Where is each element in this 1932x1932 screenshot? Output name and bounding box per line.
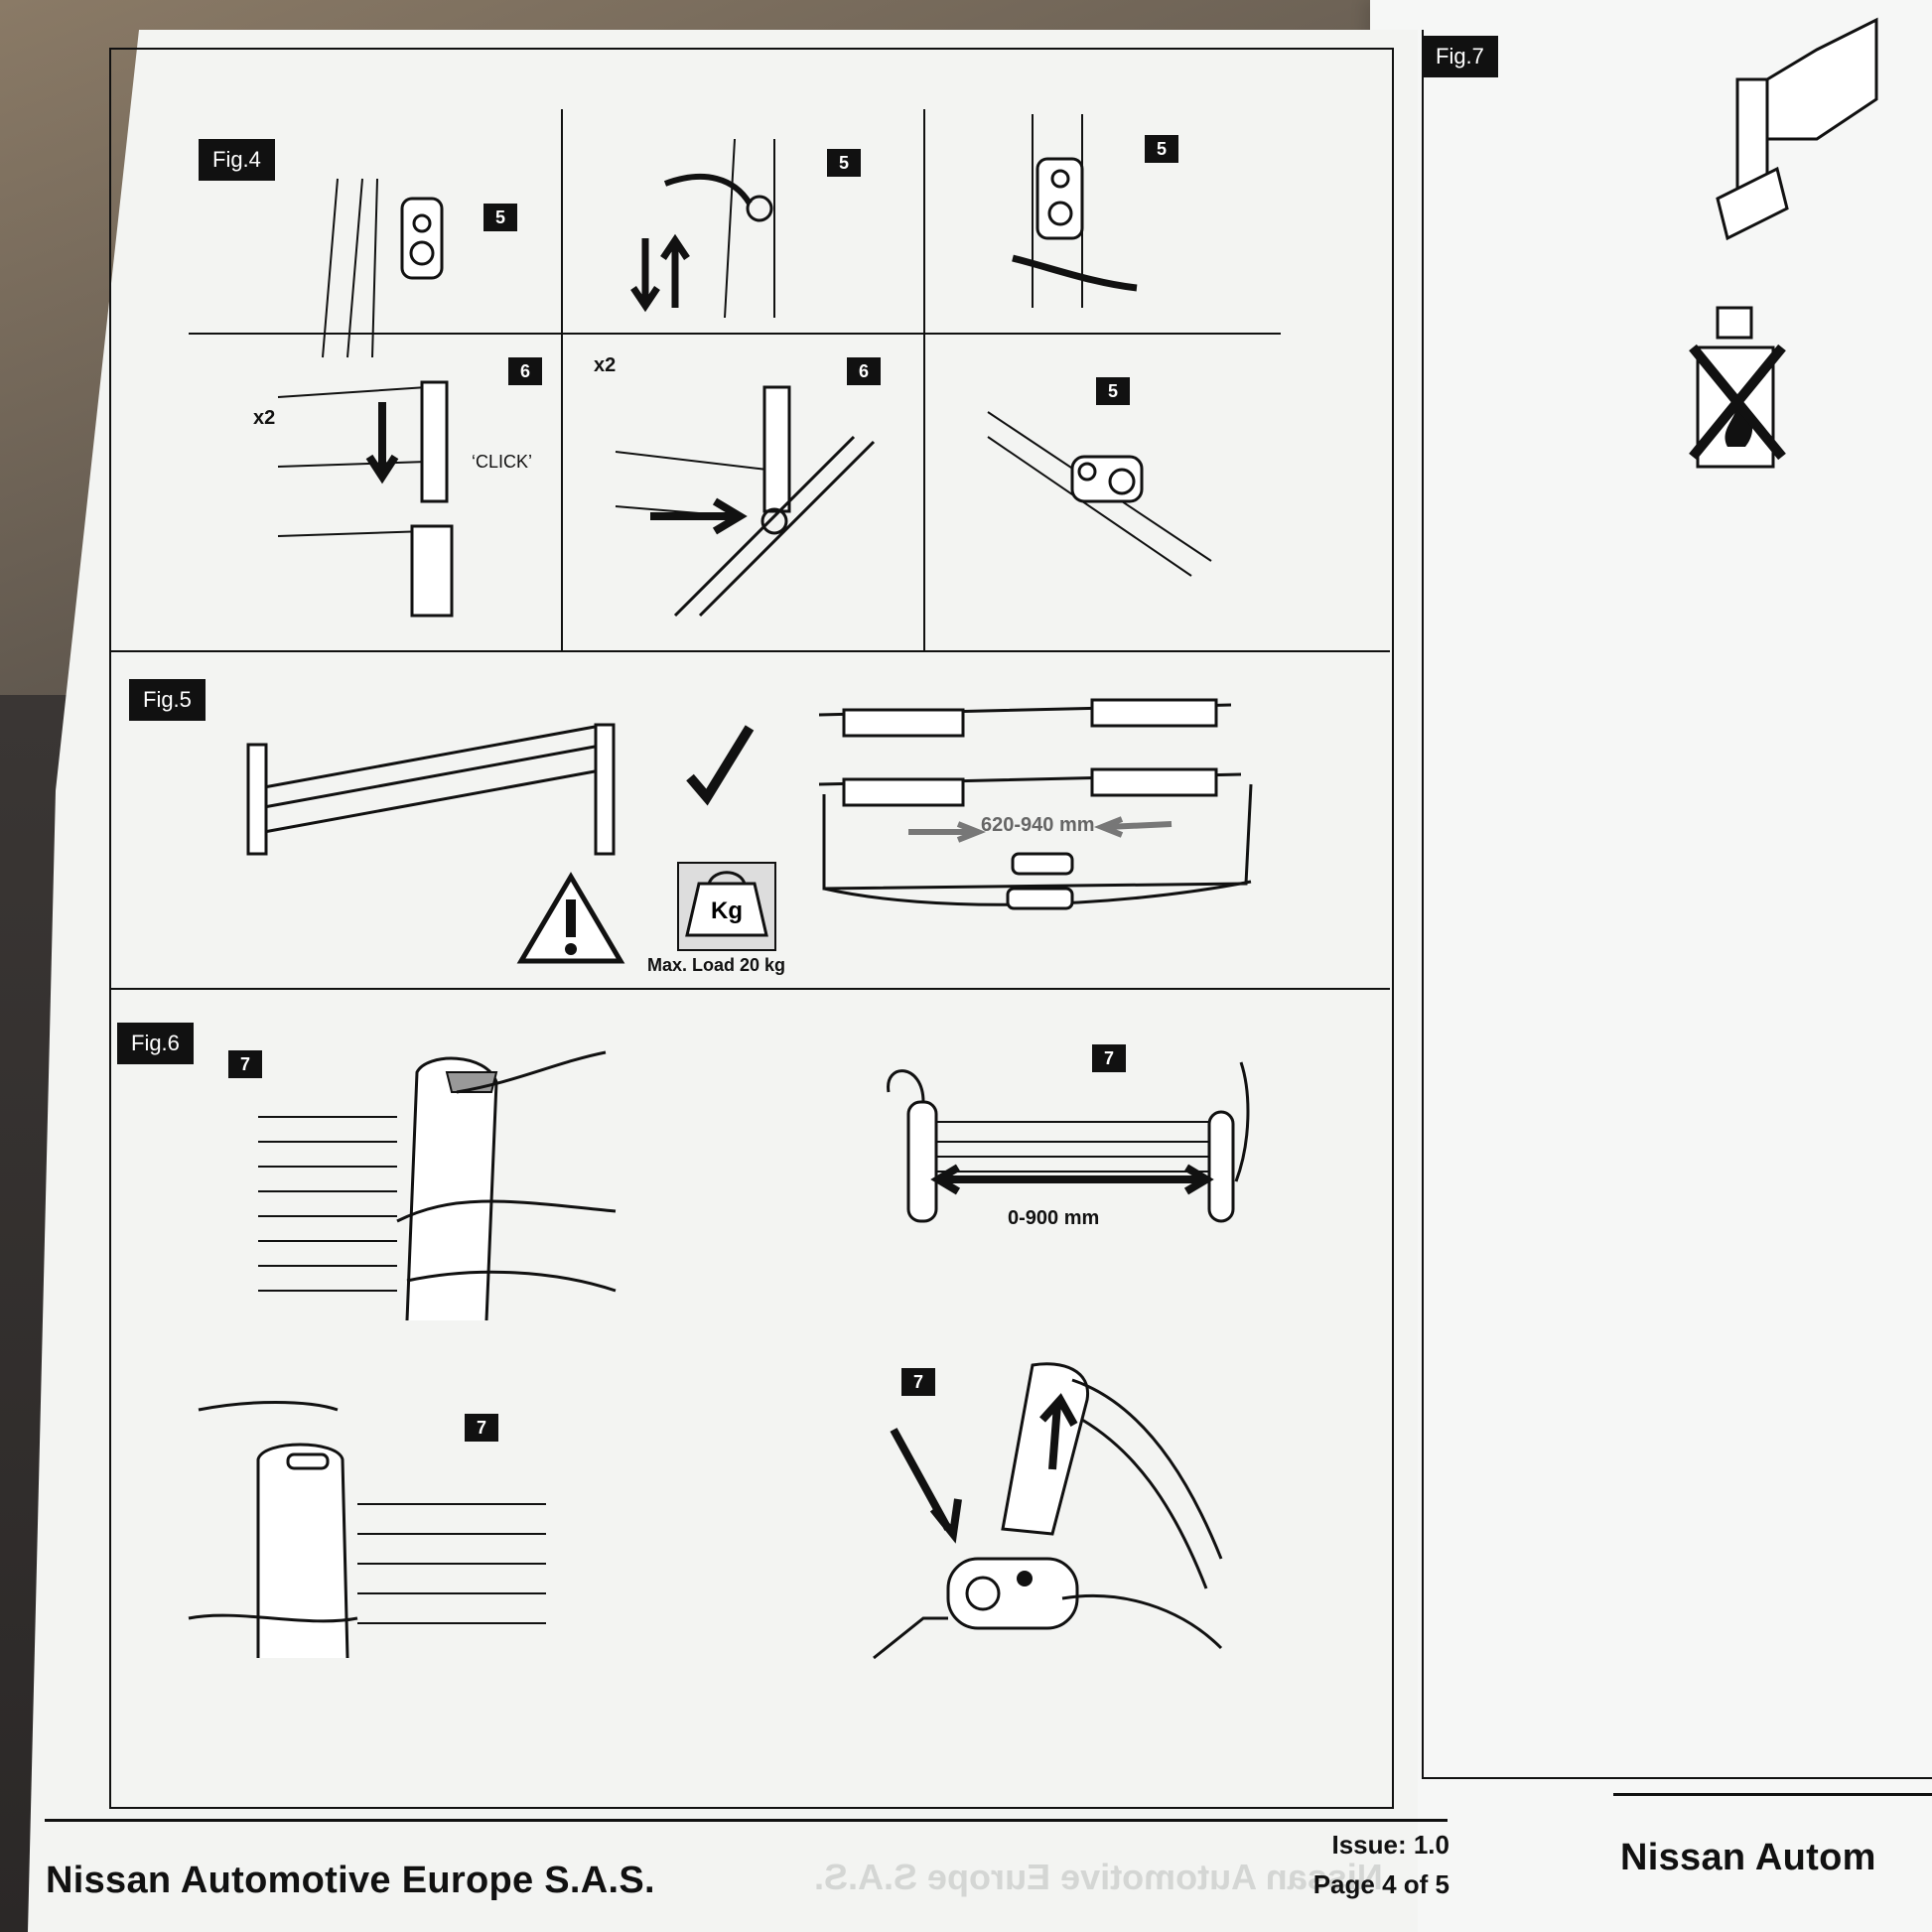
footer-issue-block: Issue: 1.0 Page 4 of 5 [1221,1825,1449,1904]
fig4-col-divider-2 [923,109,925,650]
fig7-frame [1422,30,1932,1779]
checkmark-icon [686,725,755,806]
fig6-release-drawing [873,1362,1223,1660]
footer-company-right: Nissan Autom [1620,1837,1876,1878]
fig6-label: Fig.6 [117,1023,194,1064]
footer-rule-right [1613,1793,1932,1796]
footer-rule [45,1819,1448,1822]
fig7-mount-drawing [1716,17,1878,241]
fig4-callout-6b: 6 [847,357,881,385]
weight-icon: Kg [677,862,776,951]
fig4-callout-6a: 6 [508,357,542,385]
fig6-callout-7c: 7 [465,1414,498,1442]
fig4-rail-drawing-4 [987,411,1212,577]
fig6-range-label: 0-900 mm [1008,1207,1100,1229]
footer-page: Page 4 of 5 [1312,1869,1449,1899]
fig5-range-label: 620-940 mm [981,814,1095,836]
fig4-x2-label-b: x2 [594,354,617,376]
footer-company: Nissan Automotive Europe S.A.S. [46,1860,655,1901]
fig4-rail-drawing-2 [630,138,775,319]
fig4-label: Fig.4 [199,139,275,181]
fig4-callout-5b: 5 [827,149,861,177]
fig5-fig6-divider [109,988,1390,990]
fig4-col-divider-1 [561,109,563,650]
fig4-callout-5d: 5 [1096,377,1130,405]
fig5-bar-drawing [246,723,616,856]
fig4-x2-label-a: x2 [253,407,276,429]
fig4-rail-drawing-3 [1012,114,1138,308]
fig4-fig5-divider [109,650,1390,652]
fig6-extension-drawing [887,1061,1250,1223]
page-frame [109,48,1394,1809]
fig4-click-label: ‘CLICK’ [472,452,533,472]
fig4-row-divider [189,333,1281,335]
weight-label: Kg [711,897,743,924]
fig4-post-drawing-1 [277,380,454,618]
fig6-callout-7d: 7 [901,1368,935,1396]
fig4-post-drawing-2 [615,385,876,618]
fig5-label: Fig.5 [129,679,206,721]
max-load-label: Max. Load 20 kg [647,955,786,975]
fig4-rail-drawing-1 [322,178,444,358]
no-flammable-icon [1689,306,1786,469]
warning-icon [516,872,625,964]
fig6-callout-7a: 7 [228,1050,262,1078]
fig4-callout-5c: 5 [1145,135,1178,163]
fig5-tray-drawing [818,698,1253,910]
fig4-callout-5a: 5 [483,204,517,231]
fig7-label: Fig.7 [1422,36,1498,77]
fig6-hand-drawing-2 [188,1401,546,1659]
fig6-hand-drawing-1 [258,1050,617,1321]
footer-issue: Issue: 1.0 [1331,1830,1449,1860]
fig6-callout-7b: 7 [1092,1044,1126,1072]
right-sheet [1370,0,1932,1932]
